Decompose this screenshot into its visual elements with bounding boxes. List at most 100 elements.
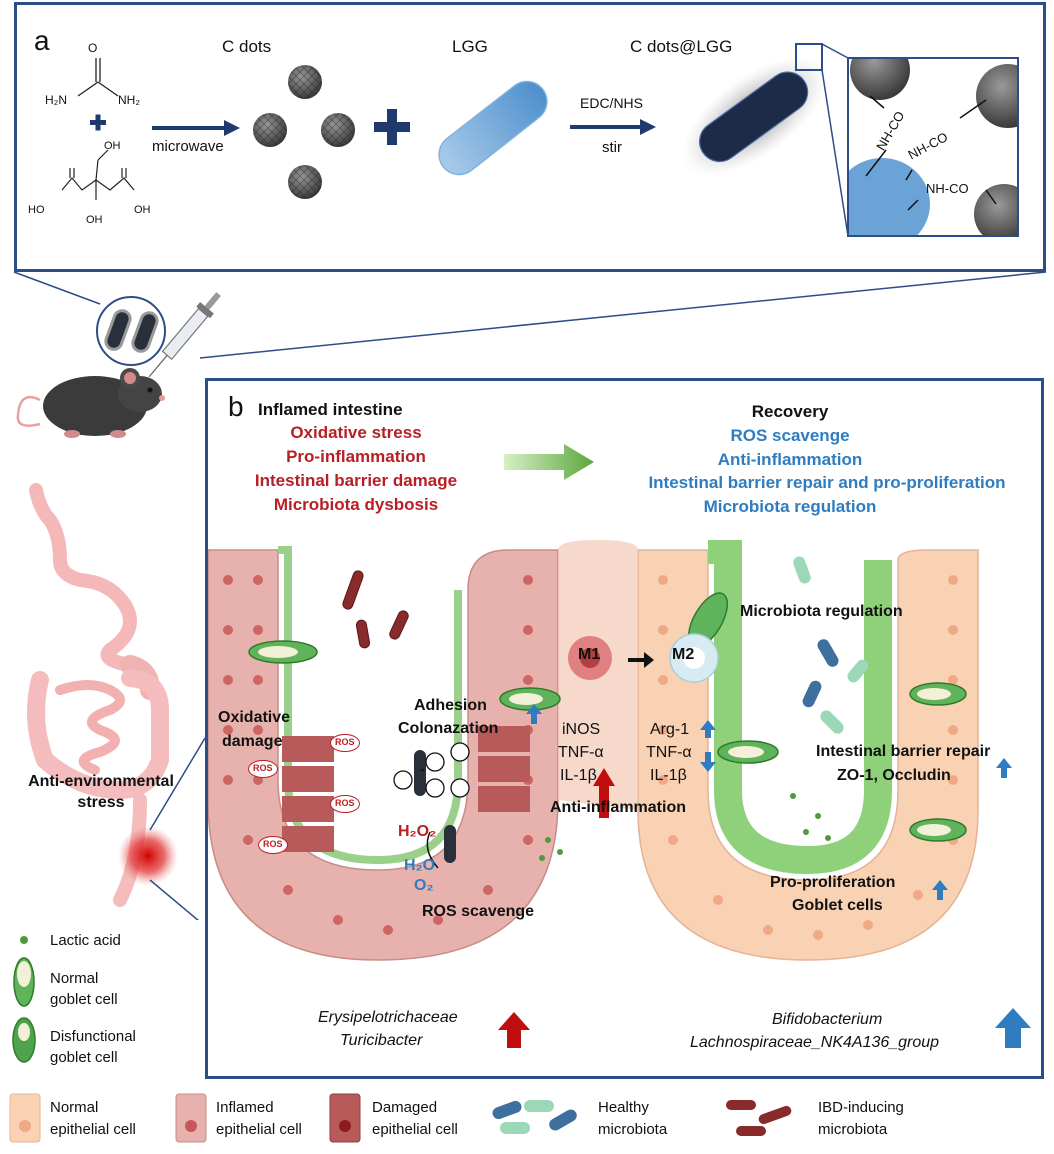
ros-burst-2: ROS (248, 760, 278, 778)
citric-acid-structure (61, 149, 135, 200)
legend-ibd-2: microbiota (818, 1121, 888, 1138)
zo1-occludin-label: ZO-1, Occludin (837, 767, 951, 784)
legend-normal-1: Normal (50, 1099, 99, 1116)
goblet-cells-label: Goblet cells (792, 897, 883, 914)
indicator-arrows (526, 704, 1012, 900)
legend-goblet-1: goblet cell (50, 991, 118, 1008)
lgg-bacterium (438, 80, 548, 176)
c-dots-lgg (678, 49, 831, 183)
c-dots-cluster (253, 65, 355, 199)
villus-illustration (208, 540, 1012, 961)
right-item-1: ROS scavenge (730, 426, 850, 445)
c-dots-lgg-label: C dots@LGG (630, 37, 733, 56)
panel-a-letter: a (34, 25, 50, 56)
oxidative-damage-2: damage (222, 733, 283, 750)
inflamed-crypt (208, 546, 559, 961)
left-item-2: Pro-inflammation (286, 447, 426, 466)
left-item-4: Microbiota dysbosis (273, 495, 439, 514)
panel-a-art (13, 43, 1047, 378)
right-bacteria-1: Bifidobacterium (772, 1011, 883, 1028)
c-dots-label: C dots (222, 37, 272, 56)
legend-lactic-acid: Lactic acid (50, 932, 121, 949)
left-heading: Inflamed intestine (258, 400, 403, 419)
colonization-label: Colonazation (398, 720, 499, 737)
anti-env-line-1: Anti-environmental (28, 773, 174, 790)
citric-ho-left: HO (28, 204, 45, 216)
panel-b-letter: b (228, 391, 244, 422)
bond-label-3: NH-CO (926, 181, 969, 196)
m1-macrophage (568, 636, 612, 680)
mouse-icon (16, 368, 165, 438)
legend-inflamed-1: Inflamed (216, 1099, 274, 1116)
legend-normal-2: epithelial cell (50, 1121, 136, 1138)
left-bacteria-2: Turicibacter (340, 1032, 423, 1049)
ibd-bacteria (342, 570, 409, 649)
legend-normal: Normal (50, 970, 99, 987)
microwave-label: microwave (152, 138, 224, 155)
right-item-2: Anti-inflammation (717, 450, 863, 469)
legend-inflamed-2: epithelial cell (216, 1121, 302, 1138)
ros-scavenger-bacterium (444, 825, 456, 863)
magnified-bacteria-circle (96, 296, 166, 366)
legend-goblet-2: goblet cell (50, 1049, 118, 1066)
arrow-microwave (152, 120, 240, 136)
legend-damaged-2: epithelial cell (372, 1121, 458, 1138)
adhesion-label: Adhesion (414, 697, 487, 714)
h2o2-label: H₂O₂ (398, 823, 437, 840)
urea-o: O (88, 41, 98, 55)
right-item-4: Microbiota regulation (703, 497, 877, 516)
m1-marker-1: iNOS (562, 721, 601, 738)
anti-environmental-stress: Anti-environmental stress (16, 772, 186, 814)
plus-icon-large (374, 109, 410, 145)
m2-marker-3: IL-1β (650, 767, 687, 784)
right-bacteria-2: Lachnospiraceae_NK4A136_group (690, 1034, 940, 1051)
barrier-repair-label: Intestinal barrier repair (816, 743, 991, 760)
legend-ibd-1: IBD-inducing (818, 1099, 904, 1116)
citric-oh-right: OH (134, 204, 151, 216)
left-item-1: Oxidative stress (290, 423, 422, 442)
pro-proliferation-label: Pro-proliferation (770, 874, 896, 891)
citric-oh-bottom: OH (86, 214, 103, 226)
m1-label: M1 (578, 646, 601, 663)
normal-crypt (637, 540, 979, 961)
edc-nhs-label: EDC/NHS (580, 95, 644, 111)
m2-label: M2 (672, 646, 695, 663)
arrow-edc (570, 119, 656, 135)
m2-marker-1: Arg-1 (650, 721, 690, 738)
o2-label: O₂ (414, 877, 434, 894)
urea-structure (77, 58, 119, 97)
m1-to-m2-arrow (628, 652, 654, 668)
charge-minus-1: - (420, 761, 425, 777)
left-item-3: Intestinal barrier damage (254, 471, 458, 490)
healthy-bacteria (793, 556, 869, 734)
plus-icon-small (90, 114, 106, 131)
legend-healthy-2: microbiota (598, 1121, 668, 1138)
h2o-label: H₂O (404, 857, 436, 874)
ros-burst-1: ROS (330, 734, 360, 752)
lactic-acid-dots (539, 793, 831, 861)
ros-conversion-arrow (426, 831, 439, 869)
lgg-label: LGG (452, 37, 488, 56)
oxidative-damage-1: Oxidative (218, 709, 291, 726)
microbiota-regulation-label: Microbiota regulation (740, 603, 903, 620)
left-illustration (16, 368, 205, 920)
legend-damaged-1: Damaged (372, 1099, 438, 1116)
right-heading: Recovery (751, 402, 829, 421)
citric-oh-top: OH (104, 140, 121, 152)
stir-label: stir (602, 139, 622, 156)
urea-h2n: H₂N (45, 93, 67, 107)
left-bacteria-1: Erysipelotrichaceae (318, 1009, 458, 1026)
charged-particles (393, 742, 470, 798)
ros-scavenge-label: ROS scavenge (422, 903, 535, 920)
bottom-legend-icons (9, 1093, 792, 1143)
legend-disfunctional: Disfunctional (50, 1028, 136, 1045)
syringe-icon (148, 292, 221, 378)
inflammation-spot (118, 826, 178, 886)
m1-marker-2: TNF-α (558, 744, 604, 761)
zoom-inset (847, 57, 1019, 237)
panel-b-frame (205, 378, 1044, 1079)
green-arrow (504, 444, 594, 480)
ros-burst-4: ROS (258, 836, 288, 854)
panel-a-frame (14, 2, 1046, 272)
blue-up-arrow (995, 1008, 1031, 1048)
